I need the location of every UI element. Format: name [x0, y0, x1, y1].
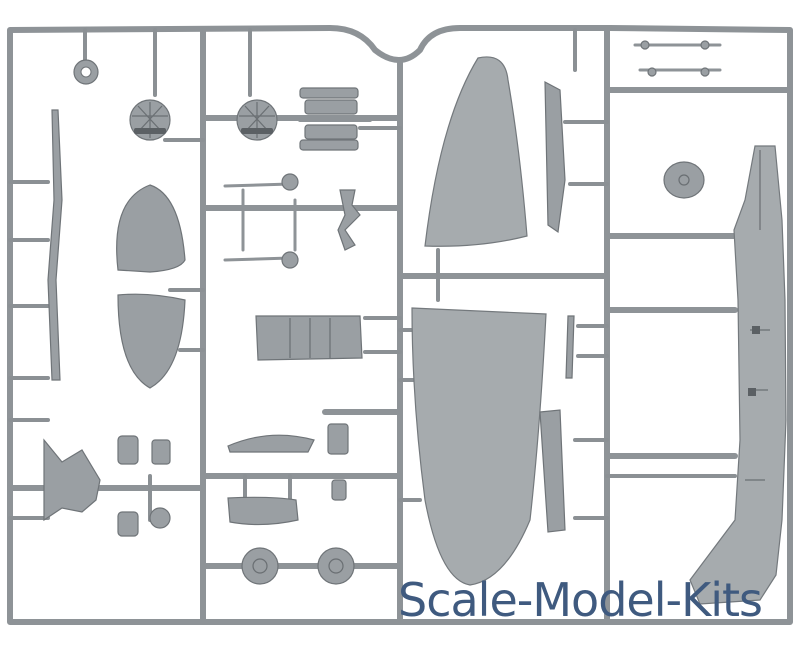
- spinner-lower-half: [117, 293, 186, 389]
- wheel-parts: [241, 547, 355, 585]
- spinner-upper-half: [116, 184, 186, 273]
- engine-face-part: [129, 99, 171, 141]
- flap-part: [539, 409, 566, 533]
- prop-part: [223, 173, 361, 269]
- cowling-part: [227, 434, 315, 526]
- strut-part: [47, 109, 63, 381]
- radiator-housing-part: [255, 315, 363, 361]
- exhaust-stubs-part: [298, 87, 372, 151]
- sprue-outer-frame: [7, 25, 793, 625]
- engine-face-part: [236, 99, 278, 141]
- small-fittings: [633, 40, 722, 77]
- canopy-part: [663, 161, 705, 199]
- fin-part: [43, 438, 101, 522]
- tab-part: [565, 315, 575, 379]
- wing-upper-part: [424, 56, 528, 247]
- watermark-text: Scale-Model-Kits: [398, 573, 763, 627]
- fuselage-half-part: [689, 145, 787, 605]
- sprue-gates: [8, 28, 737, 522]
- aileron-part: [544, 80, 566, 234]
- wing-lower-part: [411, 307, 547, 586]
- small-fittings: [117, 423, 349, 537]
